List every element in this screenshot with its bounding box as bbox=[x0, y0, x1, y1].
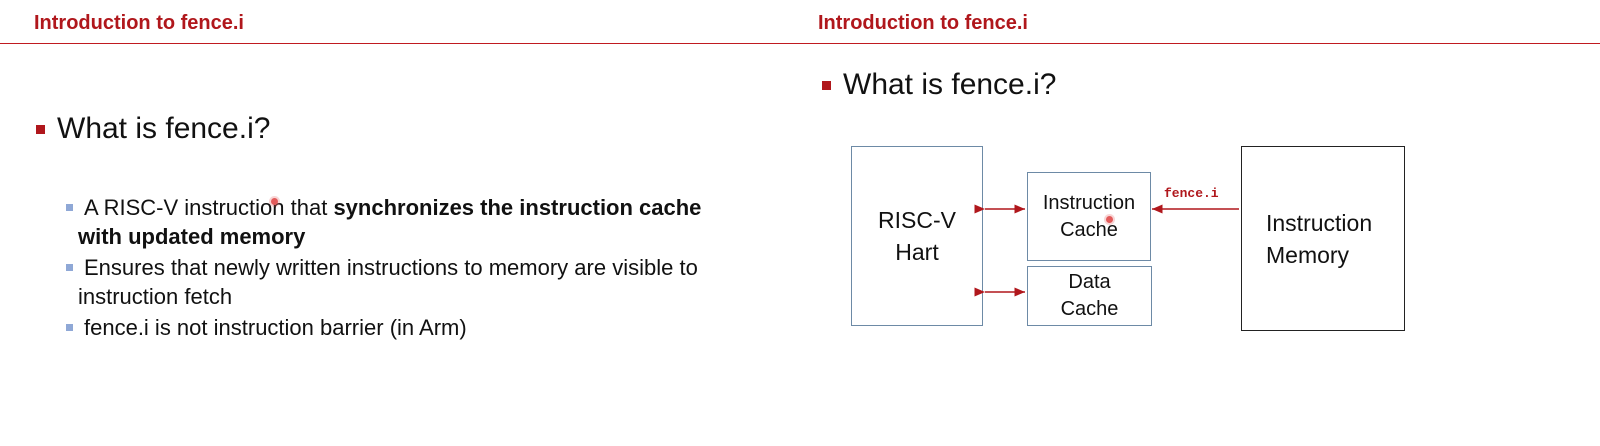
box-label-line: RISC-V bbox=[878, 207, 956, 233]
box-label-line: Hart bbox=[895, 239, 939, 265]
risc-v-hart-box: RISC-V Hart bbox=[851, 146, 983, 326]
instruction-memory-box: Instruction Memory bbox=[1241, 146, 1405, 331]
main-bullet-text: What is fence.i? bbox=[57, 112, 271, 145]
square-bullet-icon bbox=[822, 80, 831, 90]
sub-bullet-item: A RISC-V instruction that synchronizes t… bbox=[66, 193, 786, 251]
sub-bullet-continuation: instruction fetch bbox=[78, 284, 233, 309]
slide-title: Introduction to fence.i bbox=[818, 12, 1028, 34]
sub-bullet-continuation: with updated memory bbox=[78, 224, 306, 249]
sub-bullet-text: A RISC-V instruction that bbox=[84, 195, 334, 220]
sub-bullet-list: A RISC-V instruction that synchronizes t… bbox=[66, 193, 786, 344]
fence-i-arrow-label: fence.i bbox=[1164, 186, 1219, 201]
sub-bullet-item: fence.i is not instruction barrier (in A… bbox=[66, 313, 786, 342]
sub-bullet-bold-text: synchronizes the instruction cache bbox=[333, 195, 702, 220]
square-bullet-icon bbox=[66, 324, 73, 331]
slide-title: Introduction to fence.i bbox=[34, 12, 244, 34]
main-bullet-text: What is fence.i? bbox=[843, 68, 1057, 101]
slide-right: Introduction to fence.i What is fence.i?… bbox=[800, 0, 1600, 446]
title-divider bbox=[0, 43, 800, 44]
pointer-dot-icon bbox=[271, 198, 278, 205]
square-bullet-icon bbox=[66, 264, 73, 271]
title-divider bbox=[800, 43, 1600, 44]
main-bullet: What is fence.i? bbox=[822, 68, 1056, 102]
slide-left: Introduction to fence.i What is fence.i?… bbox=[0, 12, 800, 344]
box-label-line: Cache bbox=[1060, 218, 1118, 241]
pointer-dot-icon bbox=[1106, 216, 1113, 223]
box-label-line: Cache bbox=[1060, 298, 1119, 320]
box-label-line: Instruction bbox=[1266, 209, 1373, 236]
main-bullet: What is fence.i? bbox=[36, 112, 270, 146]
sub-bullet-text: Ensures that newly written instructions … bbox=[84, 255, 698, 280]
data-cache-box: Data Cache bbox=[1027, 266, 1152, 326]
square-bullet-icon bbox=[36, 124, 45, 134]
sub-bullet-item: Ensures that newly written instructions … bbox=[66, 253, 786, 311]
sub-bullet-text: fence.i is not instruction barrier (in A… bbox=[84, 315, 467, 340]
instruction-cache-box: Instruction Cache bbox=[1027, 172, 1151, 261]
square-bullet-icon bbox=[66, 204, 73, 211]
box-label-line: Memory bbox=[1266, 241, 1350, 268]
box-label-line: Data bbox=[1068, 271, 1111, 293]
box-label-line: Instruction bbox=[1042, 191, 1136, 214]
